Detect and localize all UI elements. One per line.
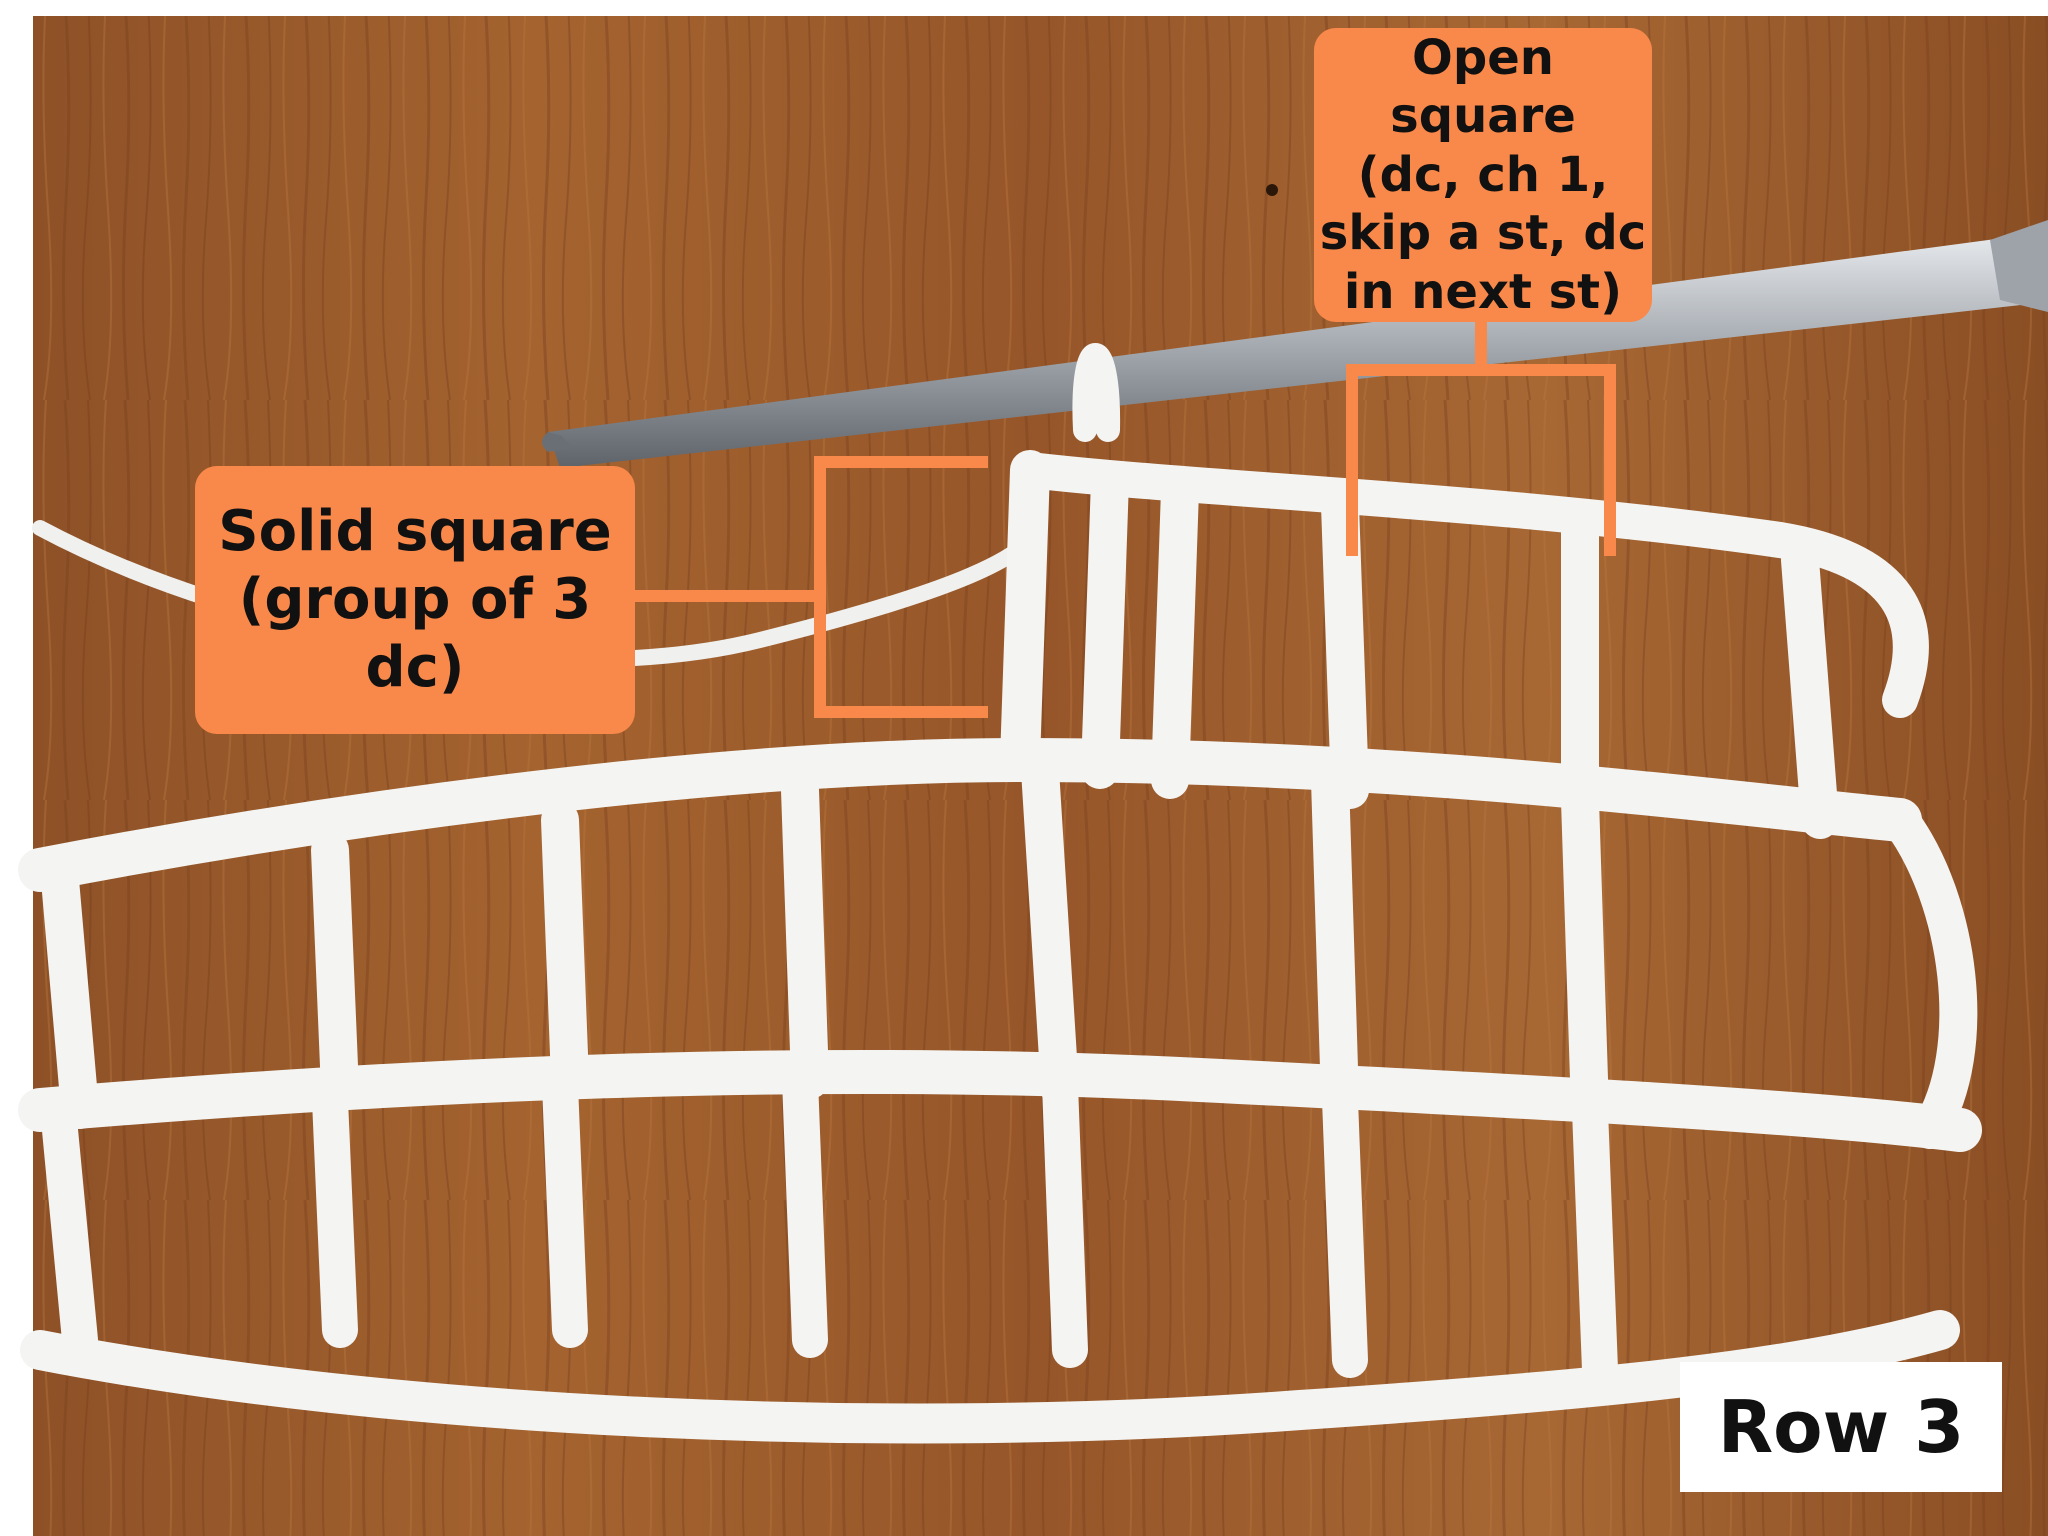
solid-square-bracket <box>635 456 988 718</box>
solid-square-label-line-2: (group of 3 <box>238 566 592 632</box>
crochet-hook <box>542 220 2048 468</box>
row-label: Row 3 <box>1680 1362 2002 1492</box>
solid-square-label-line-1: Solid square <box>218 498 612 564</box>
crochet-fabric <box>18 343 1982 1444</box>
open-square-label-line-3: skip a st, dc <box>1319 205 1647 262</box>
open-square-bracket <box>1346 322 1616 556</box>
solid-square-label-line-3: dc) <box>365 635 465 701</box>
solid-square-callout: Solid square (group of 3 dc) <box>195 466 635 734</box>
open-square-label-line-4: in next st) <box>1343 263 1623 320</box>
open-square-label-line-1: Open square <box>1390 29 1576 145</box>
open-square-callout: Open square (dc, ch 1, skip a st, dc in … <box>1314 28 1652 322</box>
open-square-label-line-2: (dc, ch 1, <box>1357 146 1609 203</box>
